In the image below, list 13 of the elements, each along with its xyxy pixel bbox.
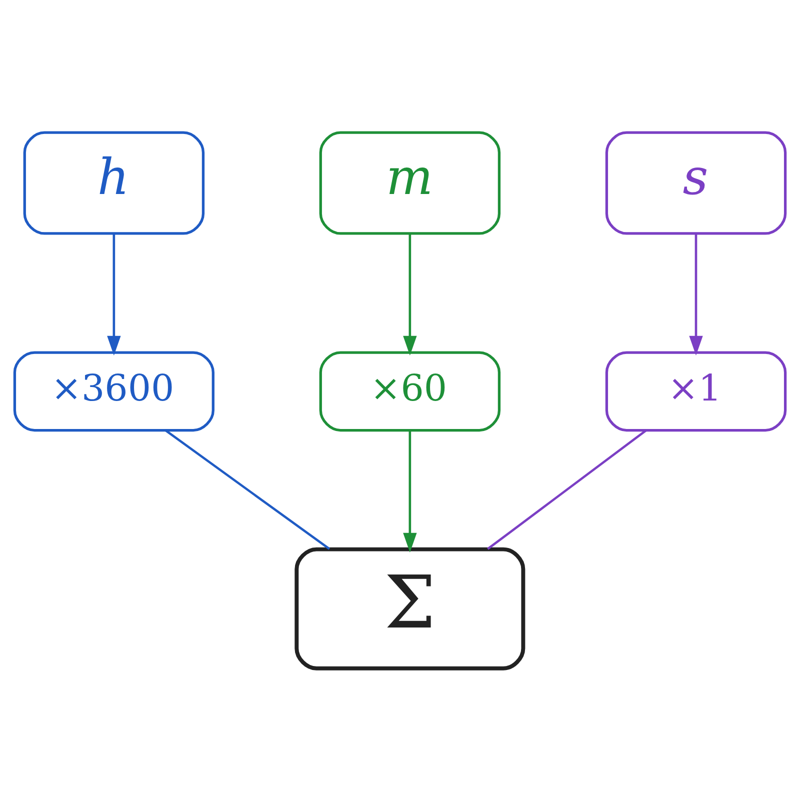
arrow	[107, 233, 121, 355]
connector	[164, 428, 330, 550]
node-box: m	[319, 130, 501, 234]
node-box: Σ	[294, 546, 526, 670]
node-box: ×3600	[13, 350, 214, 432]
arrow	[689, 233, 703, 355]
node-box: ×60	[319, 350, 501, 432]
arrow	[403, 430, 417, 552]
node-box: h	[23, 130, 205, 234]
node-box: ×1	[605, 350, 787, 432]
arrow	[403, 233, 417, 355]
node-box: s	[605, 130, 787, 234]
connector	[487, 428, 647, 550]
